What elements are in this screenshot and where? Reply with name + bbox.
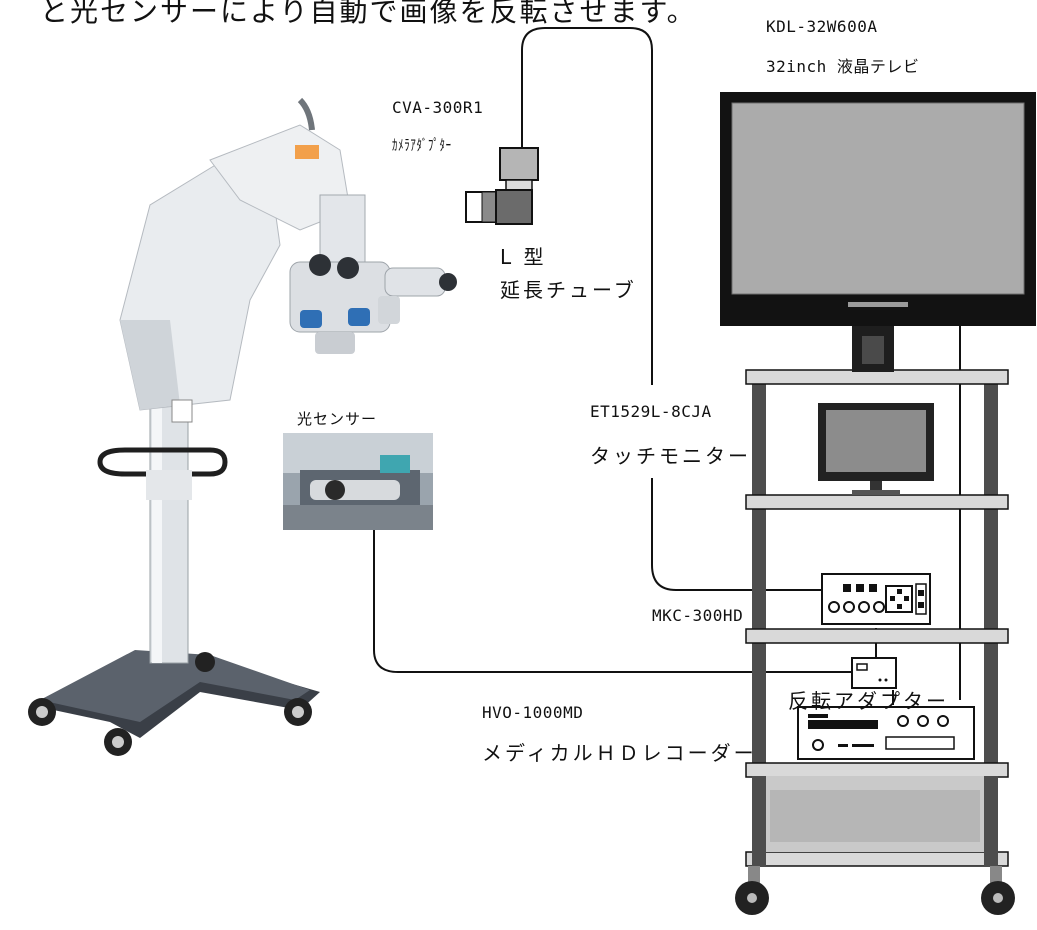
camera-adapter-desc-label: ｶﾒﾗｱﾀﾞﾌﾟﾀｰ <box>392 136 452 154</box>
surgical-microscope <box>28 97 457 756</box>
recorder-icon <box>797 706 975 760</box>
flip-adapter-label: 反転アダプター <box>788 689 949 713</box>
caption-text: と光センサーにより自動で画像を反転させます。 <box>40 0 697 28</box>
light-sensor-photo <box>283 433 433 530</box>
sensor-label: 光センサー <box>297 410 378 428</box>
camera-adapter-icon <box>499 147 539 193</box>
controller-model-label: MKC-300HD <box>652 606 744 625</box>
touch-monitor-model-label: ET1529L-8CJA <box>590 402 712 421</box>
flip-adapter-icon <box>851 657 897 689</box>
l-tube-line2-label: 延長チューブ <box>500 278 637 302</box>
tv-model-label: KDL-32W600A <box>766 17 878 36</box>
l-tube-line1-label: L 型 <box>500 245 547 269</box>
recorder-model-label: HVO-1000MD <box>482 703 584 722</box>
cable-sensor-to-flip-adapter <box>373 530 852 673</box>
equipment-cart <box>735 369 1015 915</box>
l-tube-icon <box>465 189 533 225</box>
touch-monitor-desc-label: タッチモニター <box>590 444 751 468</box>
cable-camera-to-controller <box>521 27 653 385</box>
tv-icon <box>720 92 1036 372</box>
touch-monitor-icon <box>818 403 934 495</box>
controller-icon <box>821 573 931 625</box>
cable-monitor-to-controller <box>651 478 822 591</box>
tv-desc-label: 32inch 液晶テレビ <box>766 57 920 76</box>
camera-adapter-model-label: CVA-300R1 <box>392 98 484 117</box>
recorder-desc-label: メディカルＨＤレコーダー <box>482 741 757 765</box>
